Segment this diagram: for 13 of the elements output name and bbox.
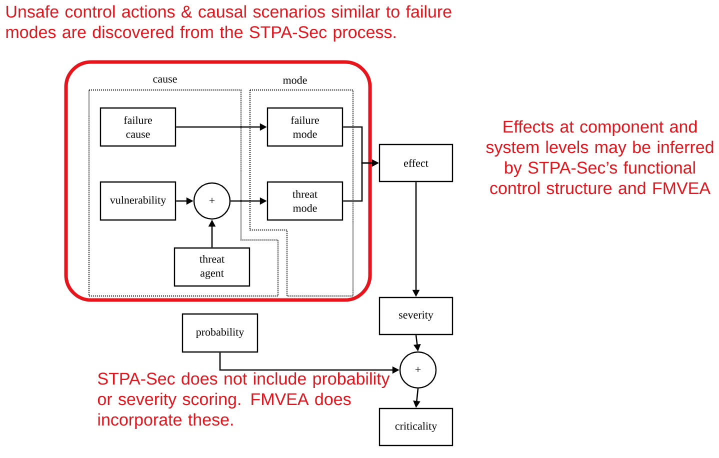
process-box: failure cause <box>100 107 176 147</box>
callout-note: Effects at component and system levels may be inferred by STPA-Sec’s functional control structure and FMVEA <box>486 120 714 194</box>
process-box: effect <box>378 144 454 182</box>
process-box: threat agent <box>174 247 250 287</box>
process-box: criticality <box>378 408 454 446</box>
process-box: severity <box>378 296 454 336</box>
process-box: vulnerability <box>100 181 176 221</box>
node-label: cause <box>153 77 177 83</box>
node-label: mode <box>283 76 307 84</box>
process-box: failure mode <box>266 107 344 147</box>
process-box: probability <box>182 313 258 353</box>
process-box: threat mode <box>266 181 344 221</box>
node-label: Unsafe control actions & causal scenarios similar to failure modes are discovered from the STPA-Sec process. <box>6 5 452 42</box>
